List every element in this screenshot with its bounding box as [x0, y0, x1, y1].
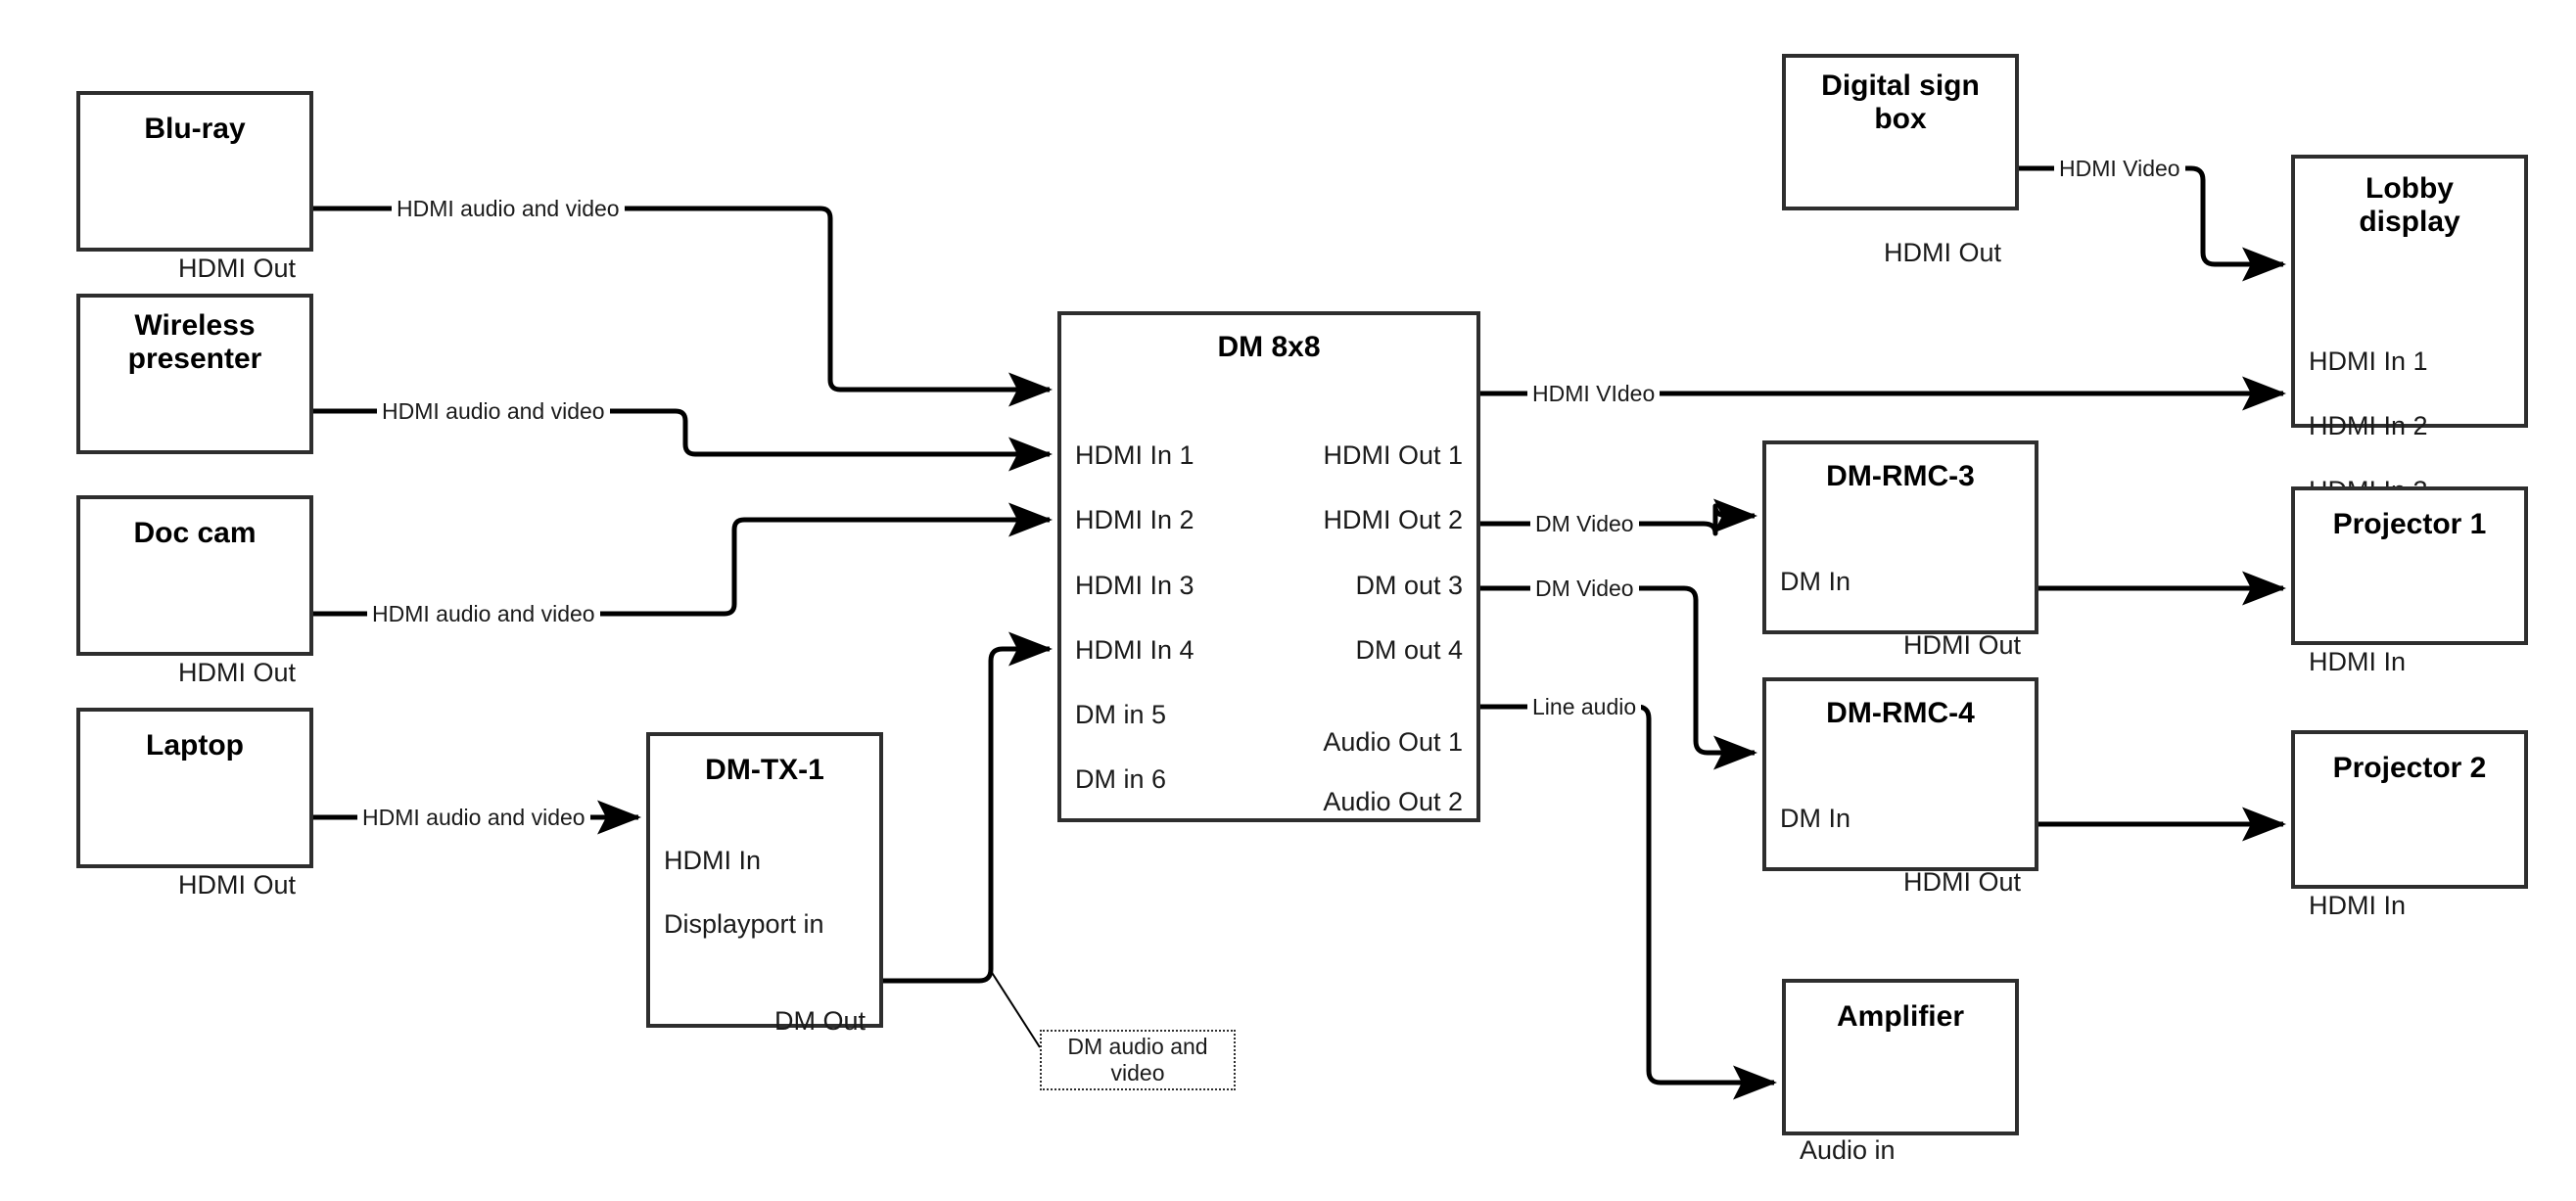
- wire-label-digital-sign-to-lobby-hdmi-in-1: HDMI Video: [2054, 157, 2185, 180]
- port-list-projector-2: HDMI In: [2295, 785, 2524, 919]
- port-dm-8x8-hdmi-in-3[interactable]: HDMI In 3: [1075, 571, 1194, 601]
- port-lobby-display-hdmi-in-2[interactable]: HDMI In 2: [2309, 411, 2428, 441]
- port-dm-8x8-dm-out-3[interactable]: DM out 3: [1355, 571, 1463, 601]
- device-title-doc-cam: Doc cam: [133, 517, 257, 549]
- device-title-bluray: Blu-ray: [144, 113, 246, 145]
- device-title-projector-2: Projector 2: [2332, 752, 2487, 784]
- port-dm-8x8-hdmi-out-2[interactable]: HDMI Out 2: [1323, 505, 1463, 535]
- device-title-laptop: Laptop: [146, 729, 244, 762]
- wire-label-audio-out-1-to-amplifier: Line audio: [1527, 695, 1642, 718]
- device-dm-rmc-4[interactable]: DM-RMC-4 DM In HDMI Out: [1762, 677, 2038, 896]
- port-projector-1-hdmi-in[interactable]: HDMI In: [2309, 647, 2407, 677]
- port-projector-2-hdmi-in[interactable]: HDMI In: [2309, 891, 2407, 921]
- device-title-dm-tx-1: DM-TX-1: [705, 754, 824, 786]
- wire-label-wireless-presenter-to-dm-in-2: HDMI audio and video: [377, 399, 610, 423]
- port-dm-8x8-audio-out-2[interactable]: Audio Out 2: [1323, 787, 1463, 817]
- device-title-dm-rmc-4: DM-RMC-4: [1826, 697, 1975, 729]
- port-list-dm-8x8: HDMI In 1 HDMI In 2 HDMI In 3 HDMI In 4 DM i…: [1061, 364, 1476, 818]
- device-title-amplifier: Amplifier: [1836, 1000, 1965, 1033]
- port-list-dm-rmc-3: DM In HDMI Out: [1766, 493, 2035, 659]
- port-dm-8x8-hdmi-in-2[interactable]: HDMI In 2: [1075, 505, 1194, 535]
- wire-label-dm-out-4-to-dm-rmc-4: DM Video: [1530, 577, 1639, 600]
- port-dm-rmc-4-dm-in[interactable]: DM In: [1780, 804, 1851, 834]
- port-list-doc-cam: HDMI Out: [80, 550, 309, 686]
- port-dm-rmc-3-hdmi-out[interactable]: HDMI Out: [1902, 630, 2021, 661]
- port-dm-8x8-dm-in-6[interactable]: DM in 6: [1075, 764, 1167, 795]
- port-dm-tx-1-hdmi-in[interactable]: HDMI In: [664, 846, 762, 876]
- port-dm-8x8-dm-out-4[interactable]: DM out 4: [1355, 635, 1463, 666]
- callout-dm-audio-and-video: DM audio and video: [1040, 1030, 1236, 1090]
- port-dm-8x8-hdmi-in-4[interactable]: HDMI In 4: [1075, 635, 1194, 666]
- callout-leader-line: [990, 970, 1041, 1048]
- wire-label-dm-hdmi-out-1-to-lobby-hdmi-in-3: HDMI VIdeo: [1527, 382, 1661, 405]
- port-list-digital-sign-box: HDMI Out: [1786, 136, 2015, 266]
- device-projector-1[interactable]: Projector 1 HDMI In: [2291, 486, 2528, 675]
- wire-label-bluray-to-dm-in-1: HDMI audio and video: [392, 197, 625, 220]
- port-dm-8x8-dm-in-5[interactable]: DM in 5: [1075, 700, 1167, 730]
- wire-bluray-to-dm-in-1: [313, 206, 1054, 407]
- device-dm-rmc-3[interactable]: DM-RMC-3 DM In HDMI Out: [1762, 440, 2038, 659]
- port-digital-sign-box-hdmi-out[interactable]: HDMI Out: [1883, 238, 2001, 268]
- wire-label-laptop-to-dm-tx-hdmi-in: HDMI audio and video: [357, 806, 590, 829]
- port-dm-8x8-hdmi-in-1[interactable]: HDMI In 1: [1075, 440, 1194, 471]
- device-projector-2[interactable]: Projector 2 HDMI In: [2291, 730, 2528, 919]
- port-list-laptop: HDMI Out: [80, 762, 309, 899]
- wire-audio-out-1-to-amplifier: [1480, 704, 1778, 1100]
- wire-digital-sign-to-lobby-hdmi-in-1: [2019, 165, 2287, 282]
- port-dm-rmc-4-hdmi-out[interactable]: HDMI Out: [1902, 867, 2021, 898]
- port-dm-rmc-3-dm-in[interactable]: DM In: [1780, 567, 1851, 597]
- port-list-dm-tx-1: HDMI In Displayport in DM Out: [650, 787, 879, 1035]
- port-lobby-display-hdmi-in-1[interactable]: HDMI In 1: [2309, 346, 2428, 377]
- port-list-amplifier: Audio in: [1786, 1034, 2015, 1164]
- port-list-wireless-presenter: HDMI Out: [80, 376, 309, 520]
- wire-doc-cam-to-dm-in-3: [313, 502, 1054, 617]
- port-dm-8x8-hdmi-out-1[interactable]: HDMI Out 1: [1323, 440, 1463, 471]
- port-list-dm-rmc-4: DM In HDMI Out: [1766, 730, 2035, 896]
- device-title-lobby-display: Lobby display: [2359, 172, 2460, 239]
- wire-label-dm-out-3-to-dm-rmc-3: DM Video: [1530, 512, 1639, 535]
- device-title-dm-rmc-3: DM-RMC-3: [1826, 460, 1975, 492]
- wire-dm-out-4-to-dm-rmc-4: [1480, 585, 1758, 770]
- port-list-bluray: HDMI Out: [80, 146, 309, 282]
- port-amplifier-audio-in[interactable]: Audio in: [1800, 1135, 1896, 1166]
- device-title-projector-1: Projector 1: [2332, 508, 2487, 540]
- device-title-wireless-presenter: Wireless presenter: [127, 309, 262, 376]
- wire-label-doc-cam-to-dm-in-3: HDMI audio and video: [367, 602, 600, 625]
- port-list-projector-1: HDMI In: [2295, 541, 2524, 675]
- port-dm-8x8-audio-out-1[interactable]: Audio Out 1: [1323, 727, 1463, 758]
- port-laptop-hdmi-out[interactable]: HDMI Out: [177, 870, 296, 901]
- device-title-dm-8x8: DM 8x8: [1217, 331, 1321, 363]
- port-dm-tx-1-displayport-in[interactable]: Displayport in: [664, 909, 824, 940]
- port-doc-cam-hdmi-out[interactable]: HDMI Out: [177, 658, 296, 688]
- port-bluray-hdmi-out[interactable]: HDMI Out: [177, 254, 296, 284]
- port-dm-tx-1-dm-out[interactable]: DM Out: [773, 1006, 866, 1037]
- wire-dm-tx-dm-out-to-dm-in-5: [883, 631, 1054, 984]
- device-title-digital-sign-box: Digital sign box: [1821, 69, 1980, 136]
- device-wireless-presenter[interactable]: Wireless presenterHDMI Out: [76, 294, 313, 520]
